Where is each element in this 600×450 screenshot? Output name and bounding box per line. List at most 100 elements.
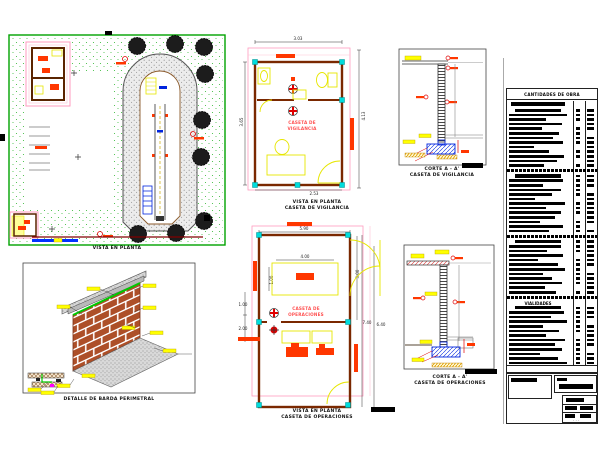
quantity-row — [507, 192, 597, 197]
room-name-1: CASETA DE — [288, 120, 316, 125]
section-divider — [507, 234, 597, 238]
quantity-row — [507, 253, 597, 258]
column-divider-2 — [585, 101, 586, 365]
window-red-right — [350, 118, 354, 150]
section-header-row — [507, 306, 597, 311]
service-building-footprint — [9, 211, 39, 239]
columns — [256, 232, 351, 408]
revision-header-bar — [566, 398, 584, 402]
vigilancia-plan-drawing: 3.03 4.13 3.65 2.53 CASETA DE — [239, 36, 366, 196]
quantity-row — [507, 140, 597, 145]
quantity-row — [507, 117, 597, 122]
quantities-panel: CANTIDADES DE OBRA VIALIDADES — [506, 88, 598, 373]
site-plan-drawing — [8, 34, 226, 246]
dim-left-a: 1.00 — [239, 302, 248, 307]
room-name-2: OPERACIONES — [288, 312, 324, 317]
quantity-row — [507, 285, 597, 290]
quantity-row — [507, 159, 597, 164]
quantity-row — [507, 183, 597, 188]
vigilancia-section-drawing — [398, 48, 487, 166]
quantity-row — [507, 154, 597, 159]
section-callouts — [411, 339, 463, 368]
title-block: · · · — [506, 373, 598, 424]
dimension-lines — [243, 40, 361, 191]
window-red-right — [354, 344, 358, 372]
parking-stalls — [29, 126, 50, 171]
section-header-row — [507, 108, 597, 113]
window-red — [276, 54, 295, 58]
quantity-row — [507, 347, 597, 352]
walls — [257, 233, 352, 409]
revision-box: · · · — [562, 395, 597, 423]
quantity-row — [507, 276, 597, 281]
dim-far-right-a: 7.40 — [363, 320, 372, 325]
project-name-bar — [511, 378, 537, 382]
window-red-left — [253, 261, 257, 291]
section-label: VIALIDADES — [524, 300, 552, 306]
dim-right: 4.13 — [361, 111, 366, 120]
perimeter-utilities — [32, 236, 203, 243]
section-divider — [507, 169, 597, 173]
room-name-1: CASETA DE — [292, 306, 320, 311]
columns — [252, 59, 345, 188]
quantity-row — [507, 338, 597, 343]
dim-inner-left: 1.00 — [269, 275, 274, 284]
quantity-row — [507, 188, 597, 193]
footing — [408, 139, 469, 162]
furniture — [257, 67, 341, 184]
access-corridor — [142, 77, 168, 221]
barda-detail-title: DETALLE DE BARDA PERIMETRAL — [63, 397, 155, 402]
survey-cross-marks — [49, 70, 81, 232]
quantity-row — [507, 342, 597, 347]
quantity-row — [507, 224, 597, 229]
quantity-row — [507, 122, 597, 127]
quantity-row — [507, 131, 597, 136]
quantity-row — [507, 215, 597, 220]
quantity-row — [507, 113, 597, 118]
vigilancia-section-title: CORTE A - A' CASETA DE VIGILANCIA — [409, 167, 475, 178]
quantity-row — [507, 361, 597, 366]
section-header-row — [507, 239, 597, 244]
quantity-row — [507, 229, 597, 234]
operaciones-plan-drawing: 5.90 4.00 1.00 3.00 7.40 6.40 1.00 2.00 — [238, 222, 395, 412]
section-header-row — [507, 174, 597, 179]
site-plan-title: VISTA EN PLANTA — [92, 246, 142, 251]
quantity-row — [507, 310, 597, 315]
guard-house-footprint — [25, 41, 71, 107]
quantity-row — [507, 272, 597, 277]
callout-labels — [27, 283, 177, 395]
section-callouts — [402, 133, 458, 160]
quantity-row — [507, 163, 597, 168]
quantity-row — [507, 210, 597, 215]
quantity-row — [507, 352, 597, 357]
quantity-row — [507, 220, 597, 225]
ceiling-fixtures — [269, 308, 279, 335]
column-shaft — [439, 264, 448, 348]
quantities-title: CANTIDADES DE OBRA — [507, 89, 597, 100]
border-tick-left — [0, 134, 5, 141]
plano-label-bar — [557, 378, 567, 381]
quantity-row — [507, 249, 597, 254]
section-divider — [507, 296, 597, 300]
quantity-row — [507, 206, 597, 211]
dim-top: 5.90 — [300, 226, 309, 231]
section-mark-bar — [462, 163, 483, 168]
quantity-row — [507, 149, 597, 154]
dim-bottom: 2.53 — [310, 191, 319, 196]
quantity-row — [507, 244, 597, 249]
quantities-body: VIALIDADES — [507, 108, 597, 365]
equipment-red — [286, 343, 334, 357]
dim-right: 3.00 — [355, 269, 360, 278]
quantity-row — [507, 145, 597, 150]
quantity-row — [507, 356, 597, 361]
fold-marks: · · · — [573, 418, 580, 423]
rebar-marks — [413, 255, 465, 305]
quantity-row — [507, 178, 597, 183]
equipment-zone — [271, 262, 339, 296]
quantity-row — [507, 324, 597, 329]
plano-box — [554, 375, 597, 393]
barda-detail-drawing — [22, 262, 196, 395]
operaciones-section-drawing — [403, 244, 495, 370]
operaciones-section-title: CORTE A - A' CASETA DE OPERACIONES — [414, 375, 486, 386]
table-bottom-rule — [507, 365, 597, 366]
